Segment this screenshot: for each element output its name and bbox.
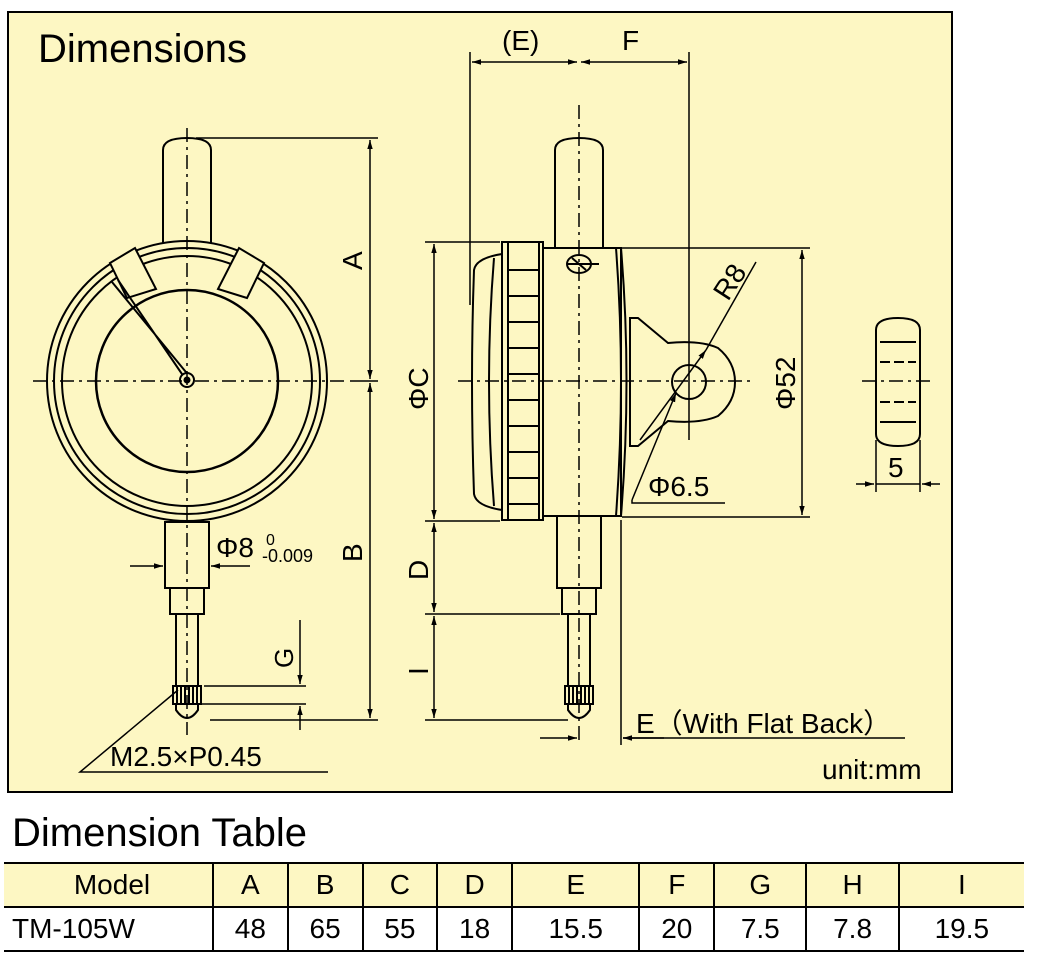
side-view (471, 136, 737, 719)
label-phi52: Φ52 (770, 357, 801, 410)
section-title: Dimensions (38, 27, 247, 71)
header-model: Model (4, 862, 214, 908)
label-flat-back: E（With Flat Back） (636, 708, 891, 739)
header-F: F (638, 862, 716, 908)
header-D: D (436, 862, 513, 908)
cell-D: 18 (436, 906, 513, 952)
label-phiC: ΦC (403, 367, 434, 410)
header-B: B (286, 862, 364, 908)
cell-B: 65 (286, 906, 364, 952)
cell-I: 19.5 (897, 906, 1024, 952)
label-phi8-lower: -0.009 (262, 546, 313, 566)
end-view-dims (856, 380, 940, 492)
label-F: F (622, 25, 639, 56)
header-E: E (510, 862, 641, 908)
header-H: H (805, 862, 900, 908)
unit-label: unit:mm (822, 754, 922, 785)
front-contact-tip (175, 703, 199, 719)
label-phi8: Φ8 (216, 532, 254, 563)
cell-A: 48 (212, 906, 289, 952)
side-crystal (471, 252, 503, 512)
label-I: I (403, 667, 434, 675)
dimension-drawing: Dimensions (7, 11, 953, 793)
table-title: Dimension Table (12, 811, 307, 855)
table-row: TM-105W 48 65 55 18 15.5 20 7.5 7.8 19.5 (4, 906, 1024, 952)
label-thread: M2.5×P0.45 (110, 741, 262, 772)
label-B: B (337, 543, 368, 562)
label-five: 5 (888, 452, 904, 483)
dial-pointer (111, 279, 191, 378)
cell-model: TM-105W (4, 906, 214, 952)
label-G: G (269, 648, 299, 668)
label-A: A (337, 251, 368, 270)
front-knurl-hatch (176, 687, 198, 703)
cell-C: 55 (361, 906, 439, 952)
cell-H: 7.8 (805, 906, 900, 952)
header-C: C (361, 862, 439, 908)
label-D: D (403, 560, 434, 580)
header-I: I (897, 862, 1024, 908)
cell-F: 20 (638, 906, 716, 952)
tolerance-marker-right (216, 246, 266, 300)
label-phi8-upper: 0 (266, 532, 275, 549)
side-case (542, 247, 622, 517)
label-E-paren: (E) (502, 25, 539, 56)
end-view-body (875, 316, 921, 448)
cell-G: 7.5 (713, 906, 808, 952)
side-dimensions (425, 52, 905, 745)
front-dimensions (77, 137, 378, 773)
cell-E: 15.5 (510, 906, 641, 952)
header-G: G (713, 862, 808, 908)
front-center-lines (33, 128, 345, 735)
header-A: A (212, 862, 289, 908)
table-header-row: Model A B C D E F G H I (4, 862, 1024, 908)
label-phi65: Φ6.5 (648, 471, 709, 502)
dimension-table: Model A B C D E F G H I TM-105W 48 65 55… (4, 862, 1024, 952)
end-view (875, 316, 921, 448)
side-center-lines (458, 105, 755, 745)
